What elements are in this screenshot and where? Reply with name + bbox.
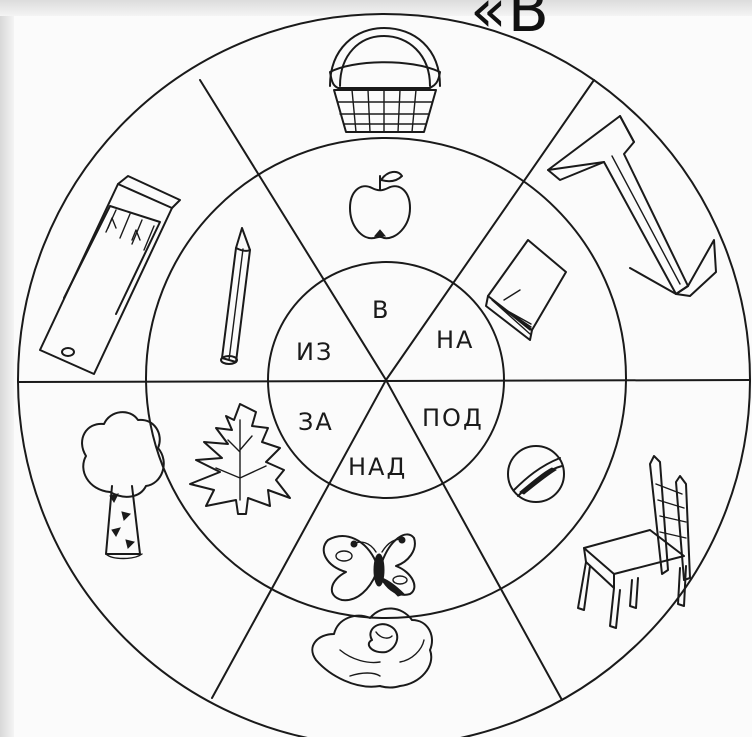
preposition-za: ЗА [298, 408, 334, 436]
pencil-case-icon [40, 176, 180, 374]
tree-icon [82, 412, 164, 558]
book-icon [486, 240, 566, 340]
preposition-pod: ПОД [422, 404, 484, 432]
basket-icon [330, 28, 440, 132]
shelf-icon [548, 116, 716, 296]
apple-icon [350, 172, 410, 238]
preposition-nad: НАД [348, 453, 407, 481]
preposition-iz: ИЗ [296, 338, 333, 366]
divider-upper-right [386, 80, 594, 380]
rose-icon [312, 608, 432, 687]
preposition-v: В [372, 296, 390, 324]
preposition-na: НА [436, 326, 474, 354]
butterfly-icon [324, 534, 415, 600]
ball-icon [508, 446, 564, 502]
chair-icon [578, 456, 690, 628]
pencil-icon [221, 228, 250, 364]
